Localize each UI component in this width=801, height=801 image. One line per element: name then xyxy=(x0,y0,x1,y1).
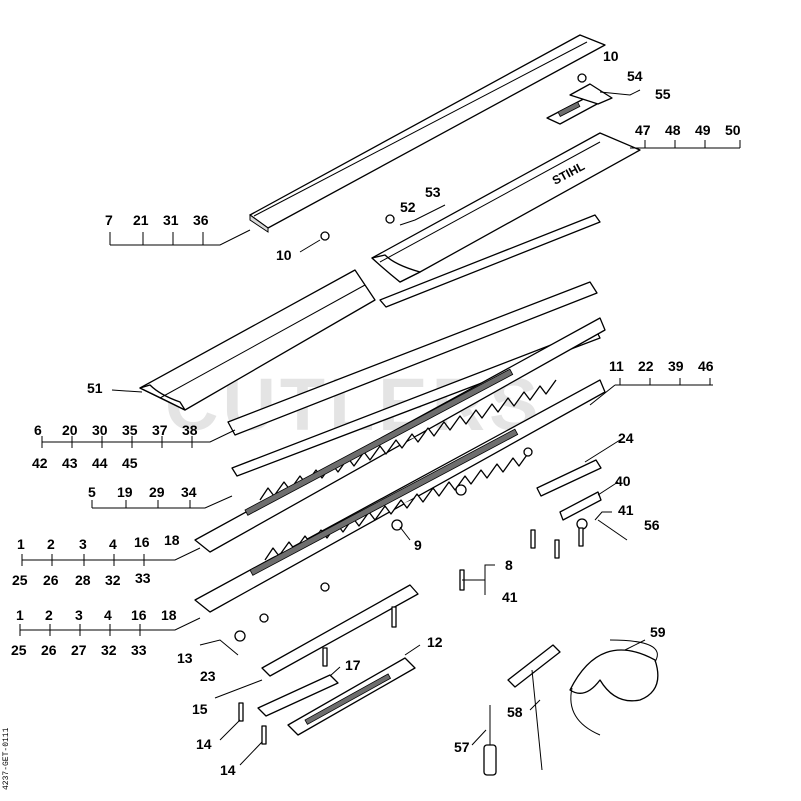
label-54: 54 xyxy=(627,68,643,84)
blade-guard-lower-part xyxy=(139,269,376,411)
label-39: 39 xyxy=(668,358,684,374)
label-31: 31 xyxy=(163,212,179,228)
label-57: 57 xyxy=(454,739,470,755)
label-49: 49 xyxy=(695,122,711,138)
label-10: 10 xyxy=(603,48,619,64)
label-32: 32 xyxy=(105,572,121,588)
label-16: 16 xyxy=(134,534,150,550)
label-37: 37 xyxy=(152,422,168,438)
label-41-b: 41 xyxy=(502,589,518,605)
label-56: 56 xyxy=(644,517,660,533)
cutter-blade-upper xyxy=(194,317,606,553)
label-1: 1 xyxy=(17,536,25,552)
slotted-plate-part xyxy=(287,657,416,736)
label-35: 35 xyxy=(122,422,138,438)
label-27-b: 27 xyxy=(71,642,87,658)
label-26-b: 26 xyxy=(41,642,57,658)
label-25-b: 25 xyxy=(11,642,27,658)
label-50: 50 xyxy=(725,122,741,138)
clip-part xyxy=(546,83,613,125)
label-40: 40 xyxy=(615,473,631,489)
label-5: 5 xyxy=(88,484,96,500)
strip-15-part xyxy=(261,584,419,677)
label-33: 33 xyxy=(135,570,151,586)
label-51: 51 xyxy=(87,380,103,396)
label-55: 55 xyxy=(655,86,671,102)
label-26: 26 xyxy=(43,572,59,588)
label-1-b: 1 xyxy=(16,607,24,623)
drawing-code: 4237-GET-0111 xyxy=(2,727,11,790)
label-25: 25 xyxy=(12,572,28,588)
label-29: 29 xyxy=(149,484,165,500)
cutter-blade-lower xyxy=(194,379,606,613)
label-2: 2 xyxy=(47,536,55,552)
label-6: 6 xyxy=(34,422,42,438)
blade-guard-upper-part: STIHL xyxy=(371,132,641,283)
label-47: 47 xyxy=(635,122,651,138)
guard-bar-part xyxy=(249,34,606,233)
label-17: 17 xyxy=(345,657,361,673)
label-9: 9 xyxy=(414,537,422,553)
label-23: 23 xyxy=(200,668,216,684)
label-24: 24 xyxy=(618,430,634,446)
label-59: 59 xyxy=(650,624,666,640)
label-22: 22 xyxy=(638,358,654,374)
part-17 xyxy=(257,674,339,717)
small-plate-part xyxy=(536,459,602,497)
label-10-b: 10 xyxy=(276,247,292,263)
label-48: 48 xyxy=(665,122,681,138)
label-32-b: 32 xyxy=(101,642,117,658)
label-58: 58 xyxy=(507,704,523,720)
socket-wrench-part xyxy=(507,644,561,771)
label-38: 38 xyxy=(182,422,198,438)
plate-40-part xyxy=(559,491,602,521)
label-18: 18 xyxy=(164,532,180,548)
label-52: 52 xyxy=(400,199,416,215)
label-8: 8 xyxy=(505,557,513,573)
label-41: 41 xyxy=(618,502,634,518)
leader-lines xyxy=(19,89,741,766)
part-number-labels: 10 54 55 47 48 49 50 53 52 7 21 31 36 10… xyxy=(11,48,741,778)
label-13: 13 xyxy=(177,650,193,666)
label-44: 44 xyxy=(92,455,108,471)
label-18-b: 18 xyxy=(161,607,177,623)
label-4-b: 4 xyxy=(104,607,112,623)
fasteners xyxy=(234,73,588,745)
label-14: 14 xyxy=(196,736,212,752)
screwdriver-part xyxy=(483,705,497,776)
label-3-b: 3 xyxy=(75,607,83,623)
label-53: 53 xyxy=(425,184,441,200)
label-36: 36 xyxy=(193,212,209,228)
label-4: 4 xyxy=(109,536,117,552)
label-19: 19 xyxy=(117,484,133,500)
label-42: 42 xyxy=(32,455,48,471)
label-33-b: 33 xyxy=(131,642,147,658)
label-43: 43 xyxy=(62,455,78,471)
safety-glasses-part xyxy=(569,639,659,736)
label-7: 7 xyxy=(105,212,113,228)
label-2-b: 2 xyxy=(45,607,53,623)
label-30: 30 xyxy=(92,422,108,438)
label-12: 12 xyxy=(427,634,443,650)
label-16-b: 16 xyxy=(131,607,147,623)
label-14-b: 14 xyxy=(220,762,236,778)
label-3: 3 xyxy=(79,536,87,552)
label-45: 45 xyxy=(122,455,138,471)
label-34: 34 xyxy=(181,484,197,500)
flat-plate-part xyxy=(227,281,601,477)
label-20: 20 xyxy=(62,422,78,438)
label-11: 11 xyxy=(609,358,624,374)
label-21: 21 xyxy=(133,212,149,228)
support-strip-part xyxy=(379,214,601,308)
label-15: 15 xyxy=(192,701,208,717)
label-28: 28 xyxy=(75,572,91,588)
label-46: 46 xyxy=(698,358,714,374)
